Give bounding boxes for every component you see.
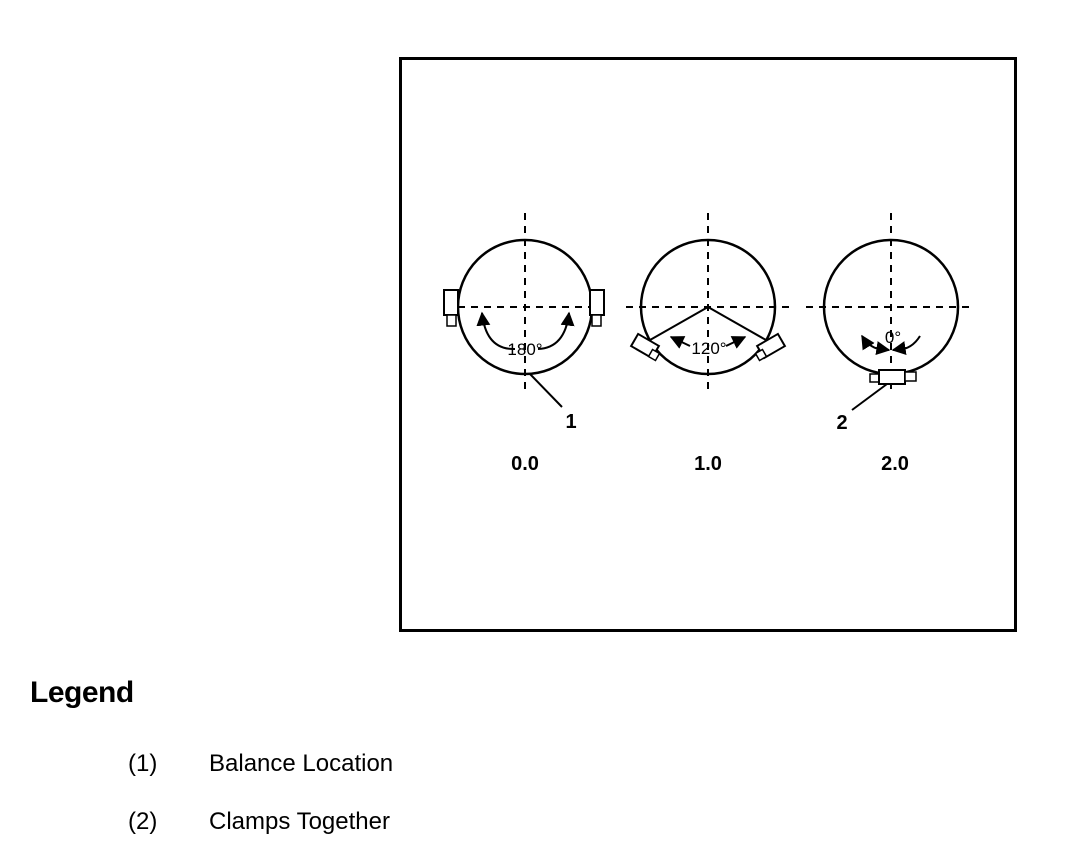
legend-title: Legend [30, 676, 134, 709]
angle-arrow-tip-left [875, 341, 891, 356]
clamp-right [754, 332, 787, 362]
clamp-diagram-0: 180° 1 0.0 [443, 213, 605, 475]
position-label: 0.0 [511, 453, 539, 475]
legend-item-number: (2) [128, 808, 158, 835]
angle-arrow [482, 313, 569, 351]
callout-leader [851, 383, 888, 411]
angle-label: 0° [885, 328, 901, 347]
callout-number: 2 [836, 412, 847, 434]
callout-number: 1 [565, 411, 576, 433]
radius-line-right [707, 306, 767, 341]
angle-arrow-right [725, 336, 747, 349]
clamp-diagram-1: 120° 1.0 [626, 213, 790, 475]
position-label: 1.0 [694, 453, 722, 475]
angle-label: 120° [691, 339, 726, 358]
angle-arrow-tip-right [891, 341, 907, 356]
clamp-left [629, 332, 661, 362]
diagram-frame [399, 57, 1017, 632]
legend-item-text: Clamps Together [209, 808, 390, 835]
callout-leader [529, 373, 563, 408]
position-label: 2.0 [881, 453, 909, 475]
clamp-left [443, 289, 459, 327]
legend-item-text: Balance Location [209, 750, 394, 777]
angle-label: 180° [507, 340, 542, 359]
driveshaft-circle [639, 238, 777, 376]
clamps-together [869, 369, 917, 385]
angle-arrow-left [669, 336, 691, 349]
legend-item-number: (1) [128, 750, 158, 777]
clamp-right [589, 289, 605, 327]
radius-line-left [649, 306, 709, 341]
clamp-diagram-2: 0° 2 2.0 [806, 213, 975, 475]
